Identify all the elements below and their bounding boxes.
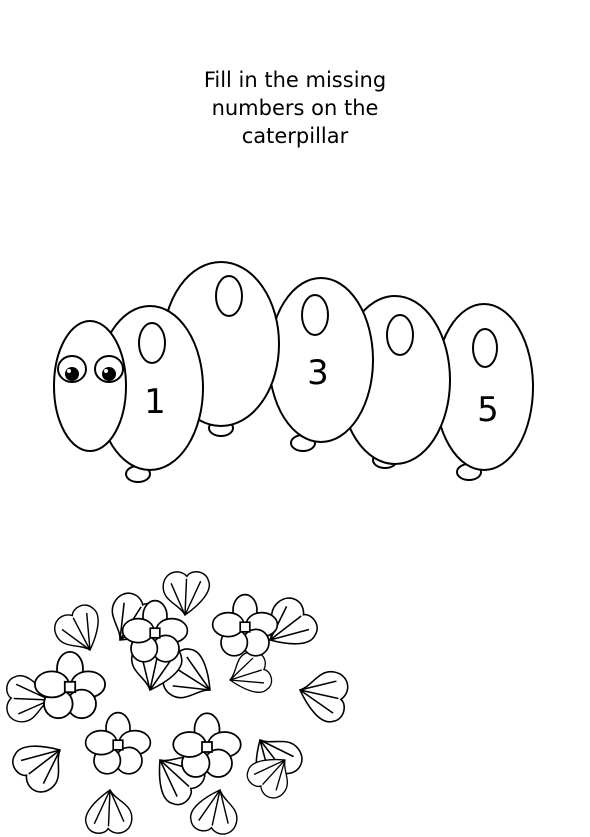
worksheet-title: Fill in the missing numbers on the cater… [203, 68, 387, 148]
segment-1-number: 1 [144, 382, 166, 422]
segment-3: 3 [268, 277, 374, 443]
right-eye [94, 355, 124, 383]
left-eye [57, 355, 87, 383]
caterpillar-head [53, 320, 127, 452]
caterpillar-illustration: 5 3 1 [53, 261, 534, 483]
segment-5-number: 5 [477, 390, 499, 430]
clover-bush-illustration [0, 565, 357, 837]
segment-1: 1 [96, 305, 204, 471]
segment-3-number: 3 [307, 353, 329, 393]
segment-5: 5 [434, 303, 534, 471]
